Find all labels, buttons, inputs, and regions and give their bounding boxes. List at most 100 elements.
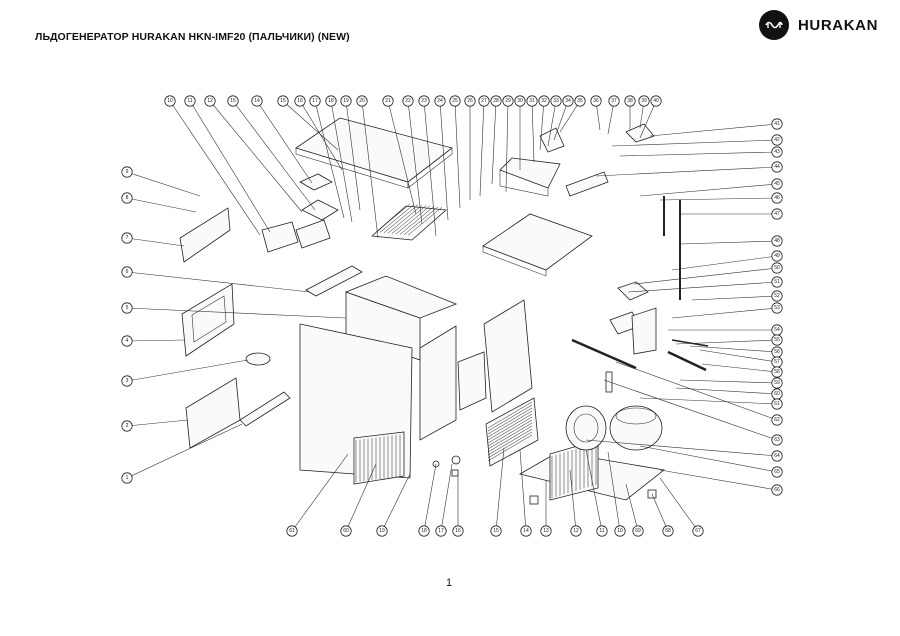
leader-line — [611, 139, 778, 147]
grille-line — [487, 413, 533, 441]
callout-left-6: 3 — [121, 375, 133, 387]
callout-label: 11 — [187, 98, 192, 104]
brand-header: HURAKAN — [758, 10, 878, 40]
leader-line — [519, 449, 527, 532]
leader-line — [495, 447, 505, 532]
callout-label: 15 — [280, 98, 286, 104]
callout-label: 18 — [328, 98, 334, 104]
leader-line — [361, 100, 379, 239]
callout-bottom-14: 67 — [692, 525, 704, 537]
leader-line — [671, 255, 778, 271]
leader-line — [607, 451, 621, 532]
callout-label: 3 — [126, 378, 129, 384]
hose-clip — [451, 469, 459, 477]
leader-line — [553, 100, 569, 141]
capillary-tube — [571, 338, 637, 370]
water-reservoir — [499, 157, 561, 189]
leader-line — [675, 387, 778, 395]
callout-label: 57 — [774, 359, 780, 365]
callout-bottom-12: 69 — [632, 525, 644, 537]
callout-label: 14 — [523, 528, 529, 534]
leader-line — [539, 100, 545, 151]
grille-line — [487, 431, 533, 459]
callout-left-2: 7 — [121, 232, 133, 244]
drier-tube — [667, 350, 707, 372]
callout-label: 44 — [774, 164, 780, 170]
callout-label: 59 — [774, 380, 780, 386]
callout-label: 13 — [543, 528, 549, 534]
leader-line — [689, 345, 778, 353]
callout-top-15: 25 — [449, 95, 461, 107]
leader-line — [547, 100, 557, 147]
callout-top-12: 22 — [402, 95, 414, 107]
callout-label: 22 — [405, 98, 411, 104]
board-bracket — [301, 199, 339, 221]
callout-label: 46 — [774, 195, 780, 201]
front-grille — [353, 431, 405, 485]
callout-right-19: 60 — [771, 388, 783, 400]
callout-label: 63 — [774, 437, 780, 443]
callout-label: 26 — [467, 98, 473, 104]
leader-line — [627, 281, 778, 293]
page-number: 1 — [446, 577, 453, 589]
callout-bottom-5: 16 — [452, 525, 464, 537]
callout-right-16: 57 — [771, 356, 783, 368]
callout-label: 52 — [774, 293, 780, 299]
leader-line — [126, 419, 189, 427]
leader-line — [439, 100, 449, 221]
callout-label: 37 — [611, 98, 617, 104]
relay-box — [625, 123, 655, 143]
leader-line — [649, 123, 778, 137]
parts-drawing — [179, 117, 709, 505]
drain-fitting — [451, 455, 461, 465]
callout-right-11: 52 — [771, 290, 783, 302]
callout-left-7: 2 — [121, 420, 133, 432]
leader-line — [659, 469, 778, 491]
callout-bottom-8: 13 — [540, 525, 552, 537]
leader-line — [585, 449, 603, 532]
callout-label: 17 — [438, 528, 444, 534]
leader-line — [299, 100, 343, 171]
callout-bottom-2: 19 — [376, 525, 388, 537]
callout-label: 17 — [312, 98, 318, 104]
callout-label: 10 — [617, 528, 623, 534]
solenoid-valve — [617, 281, 649, 301]
grille-line — [375, 203, 411, 233]
foot-left — [529, 495, 539, 505]
callout-label: 66 — [774, 487, 780, 493]
leader-line — [639, 100, 657, 139]
grille-line — [487, 404, 533, 432]
leader-line — [345, 100, 361, 211]
leader-line — [633, 267, 778, 285]
callout-label: 24 — [437, 98, 443, 104]
callout-label: 56 — [774, 349, 780, 355]
callout-top-26: 36 — [590, 95, 602, 107]
ice-scoop — [245, 352, 271, 366]
callout-right-17: 58 — [771, 366, 783, 378]
callout-top-13: 23 — [418, 95, 430, 107]
leader-line — [639, 397, 778, 405]
hurakan-logo-icon — [758, 10, 789, 40]
callout-label: 53 — [774, 305, 780, 311]
leader-line — [126, 197, 197, 213]
callout-label: 8 — [126, 195, 129, 201]
leader-line — [126, 423, 243, 479]
leader-line — [440, 463, 453, 532]
leader-line — [330, 100, 353, 223]
callout-top-24: 34 — [562, 95, 574, 107]
callout-right-13: 54 — [771, 324, 783, 336]
leader-line — [387, 100, 417, 215]
leader-line — [639, 445, 778, 473]
condenser — [549, 439, 599, 501]
pump-bracket — [295, 219, 331, 249]
callout-top-19: 29 — [502, 95, 514, 107]
callout-label: 69 — [635, 528, 641, 534]
callout-bottom-10: 11 — [596, 525, 608, 537]
callout-bottom-0: 61 — [286, 525, 298, 537]
callout-bottom-3: 18 — [418, 525, 430, 537]
document-title: ЛЬДОГЕНЕРАТОР HURAKAN HKN-IMF20 (ПАЛЬЧИК… — [35, 31, 350, 43]
callout-bottom-7: 14 — [520, 525, 532, 537]
leader-line — [659, 477, 699, 532]
callout-label: 11 — [599, 528, 604, 534]
leader-line — [585, 439, 778, 457]
